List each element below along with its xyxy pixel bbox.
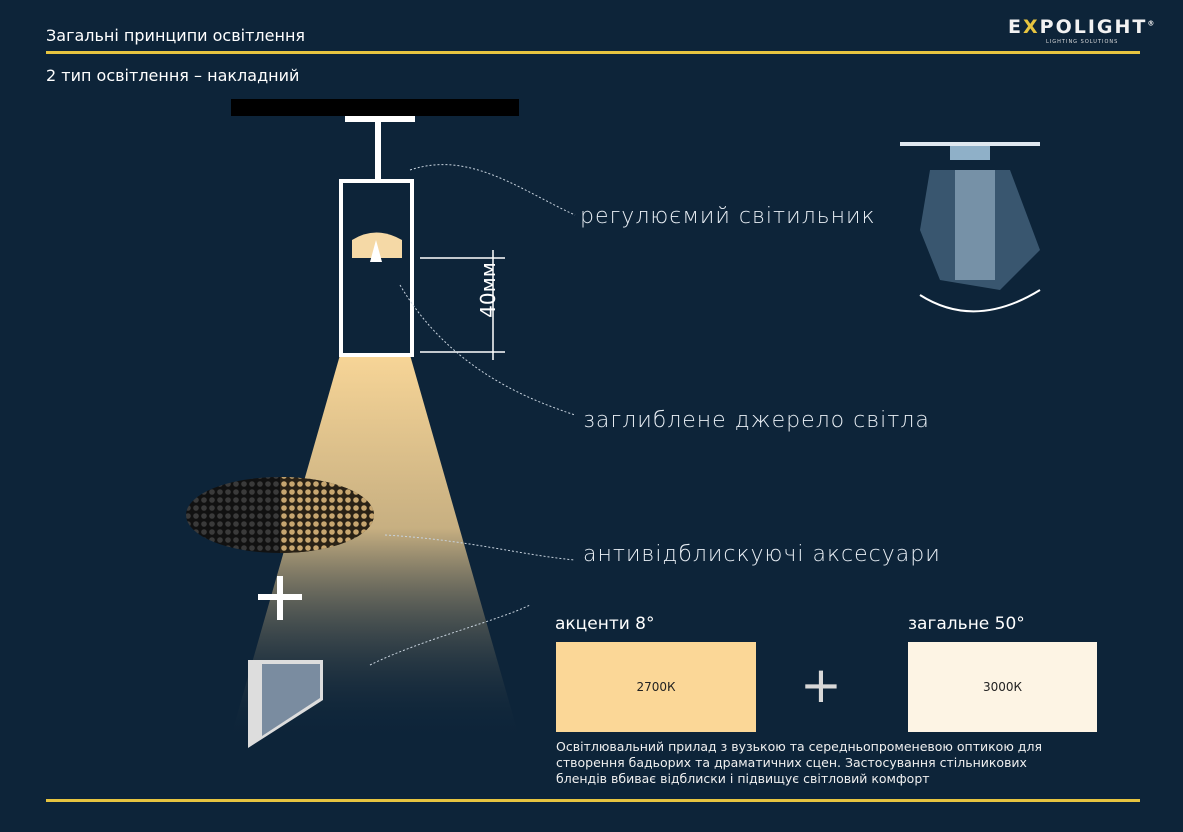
swatch-value: 2700К (636, 680, 676, 694)
callout-lines (369, 164, 576, 666)
header-divider (46, 51, 1140, 54)
mount-plate (345, 116, 415, 122)
page-title: Загальні принципи освітлення (46, 26, 306, 45)
luminaire-body (339, 179, 414, 357)
swatch-2700k: 2700К (556, 642, 756, 732)
light-beam (230, 355, 520, 740)
ceiling-track (231, 99, 519, 116)
swatch-3000k: 3000К (908, 642, 1097, 732)
label-anti-glare: антивідблискуючі аксесуари (583, 542, 941, 567)
label-recessed-source: заглиблене джерело світла (583, 408, 930, 433)
dimension-label: 40мм (476, 262, 500, 318)
swatch-title-accent: акценти 8° (555, 614, 655, 634)
swatch-title-general: загальне 50° (908, 614, 1025, 634)
label-adjustable-luminaire: регулюємий світильник (580, 204, 876, 229)
swatch-value: 3000К (982, 680, 1023, 694)
stem (375, 122, 381, 180)
expolight-logo: EXPOLIGHT® LIGHTING SOLUTIONS (1008, 16, 1157, 45)
plus-sign: + (800, 656, 842, 714)
dimension-marker (420, 250, 505, 360)
adjustable-luminaire-sketch (900, 142, 1041, 313)
page-subtitle: 2 тип освітлення – накладний (46, 66, 300, 85)
description-text: Освітлювальний прилад з вузькою та серед… (556, 739, 1042, 786)
footer-divider (46, 799, 1140, 802)
